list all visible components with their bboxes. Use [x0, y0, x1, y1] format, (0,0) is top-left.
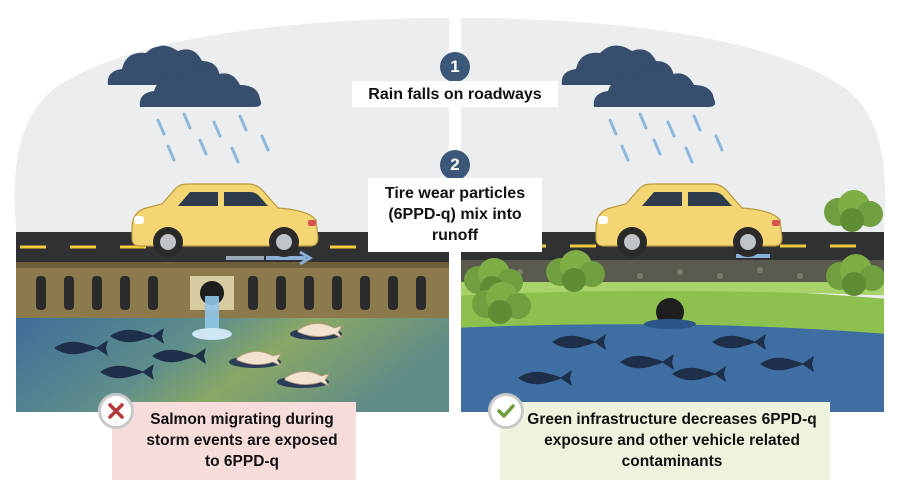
- rain-drops: [156, 112, 724, 164]
- step-label: Tire wear particles (6PPD-q) mix into ru…: [368, 178, 542, 252]
- step-number-badge: 1: [440, 52, 470, 82]
- bad-outcome-callout: Salmon migrating during storm events are…: [112, 402, 356, 480]
- step-number-badge: 2: [440, 150, 470, 180]
- step-label: Rain falls on roadways: [352, 81, 558, 107]
- check-mark-icon: [488, 393, 524, 429]
- good-outcome-text: Green infrastructure decreases 6PPD-q ex…: [527, 411, 817, 470]
- good-outcome-callout: Green infrastructure decreases 6PPD-q ex…: [500, 402, 830, 480]
- x-mark-icon: [98, 393, 134, 429]
- bad-outcome-text: Salmon migrating during storm events are…: [146, 411, 338, 470]
